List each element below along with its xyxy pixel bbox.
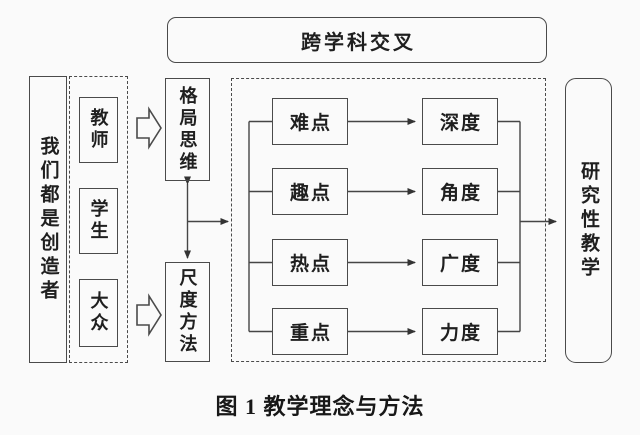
scale-method-label: 尺度方法	[177, 268, 198, 356]
dimension-box-intensity: 力度	[422, 308, 498, 355]
point-box-key: 重点	[272, 308, 348, 355]
point-box-difficulty: 难点	[272, 98, 348, 145]
pattern-thinking-box: 格局思维	[165, 78, 210, 181]
hollow-arrow-top	[136, 106, 162, 150]
dimension-angle-label: 角度	[439, 183, 482, 204]
interdisciplinary-banner-label: 跨学科交叉	[301, 31, 416, 54]
dimension-breadth-label: 广度	[439, 254, 482, 275]
point-box-interest: 趣点	[272, 168, 348, 215]
role-student-label: 学生	[88, 199, 109, 243]
point-difficulty-label: 难点	[289, 113, 332, 134]
role-teacher-label: 教师	[88, 108, 109, 152]
outcome-box: 研究性教学	[565, 78, 612, 363]
roles-dashed-group	[69, 76, 128, 363]
creators-box: 我们都是创造者	[29, 76, 67, 363]
dimension-intensity-label: 力度	[439, 323, 482, 344]
role-box-teacher: 教师	[79, 97, 118, 163]
figure-caption: 图 1 教学理念与方法	[215, 394, 425, 419]
role-box-public: 大众	[79, 279, 118, 347]
matrix-dashed-group	[231, 78, 546, 362]
creators-label: 我们都是创造者	[37, 135, 59, 304]
interdisciplinary-banner: 跨学科交叉	[167, 17, 547, 63]
outcome-label: 研究性教学	[578, 160, 599, 281]
dimension-depth-label: 深度	[439, 113, 482, 134]
hollow-arrow-bottom	[136, 293, 162, 337]
role-public-label: 大众	[88, 291, 109, 335]
point-key-label: 重点	[289, 323, 332, 344]
role-box-student: 学生	[79, 188, 118, 254]
dimension-box-depth: 深度	[422, 98, 498, 145]
pattern-thinking-label: 格局思维	[177, 85, 198, 174]
point-hot-label: 热点	[289, 254, 332, 275]
point-box-hot: 热点	[272, 239, 348, 286]
dimension-box-angle: 角度	[422, 168, 498, 215]
point-interest-label: 趣点	[289, 183, 332, 204]
dimension-box-breadth: 广度	[422, 239, 498, 286]
scale-method-box: 尺度方法	[165, 262, 210, 362]
